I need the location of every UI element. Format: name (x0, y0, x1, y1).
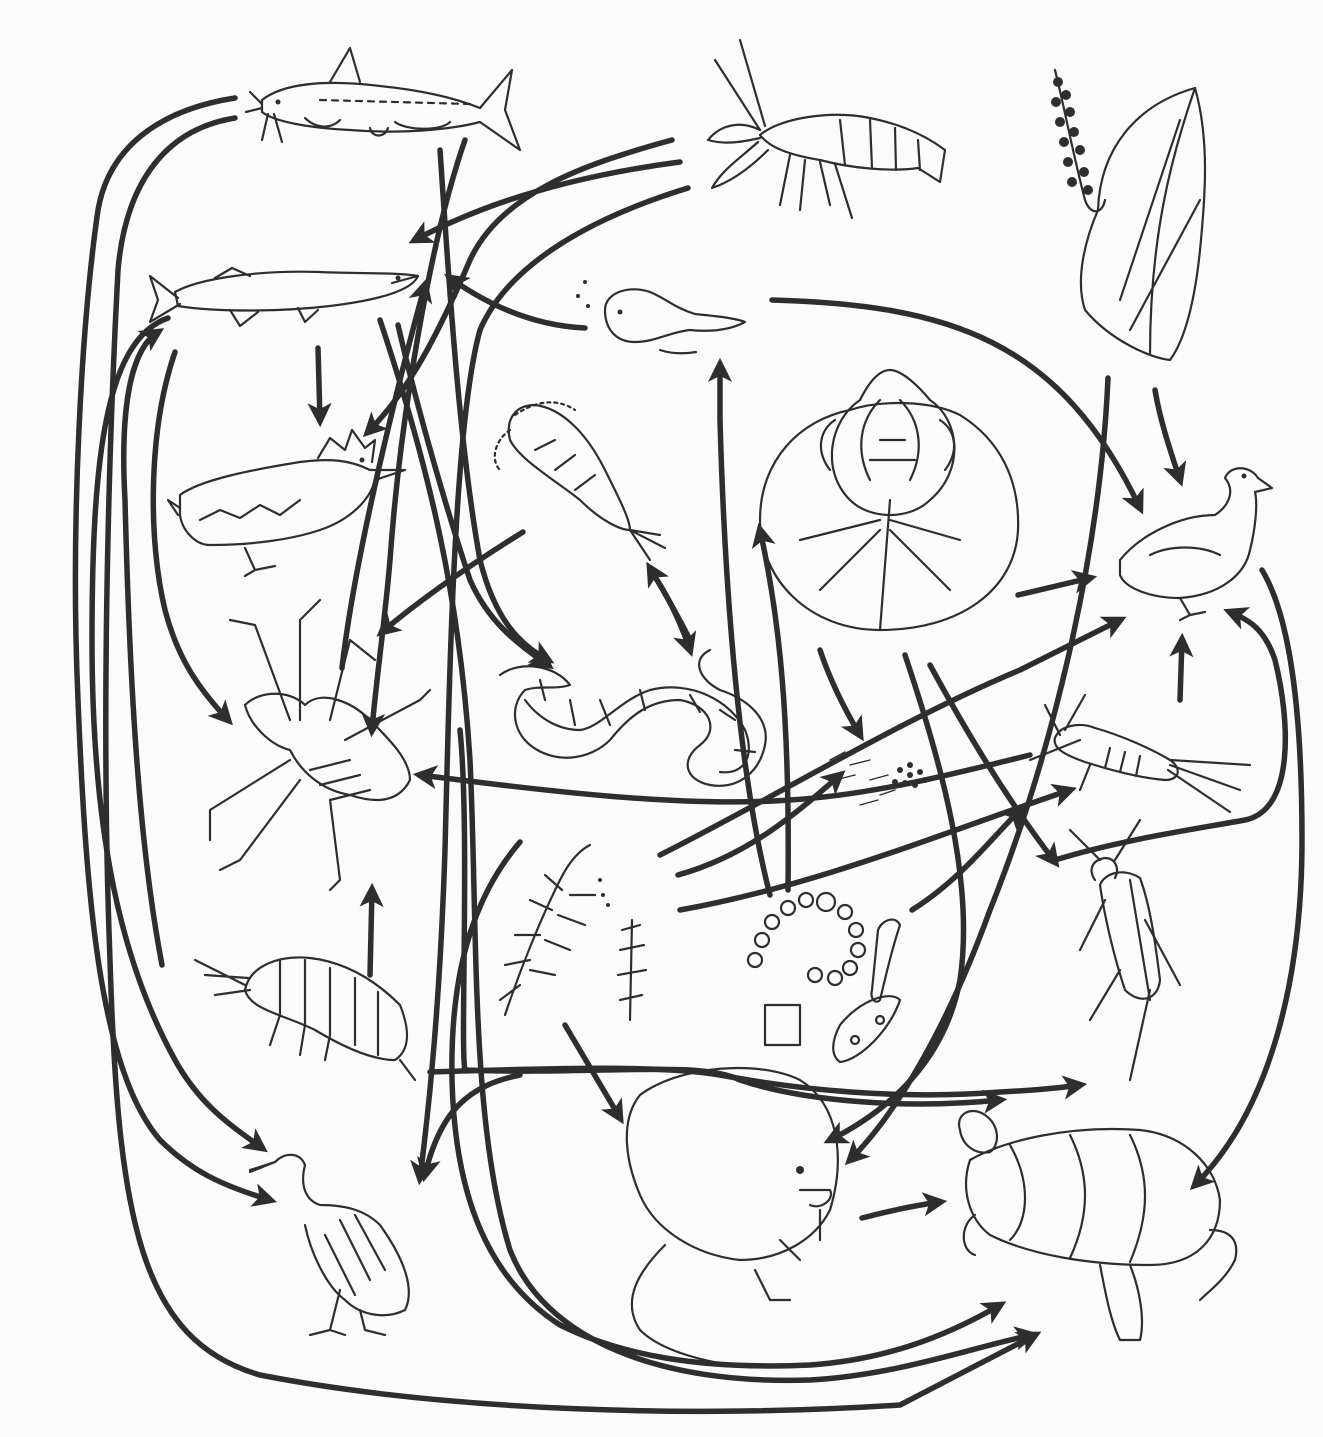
heron-icon (250, 1155, 409, 1335)
edge-beetle-to-duck (1055, 612, 1285, 860)
edge-flea-snake-link-2 (650, 568, 690, 640)
water-strider-icon (210, 600, 430, 890)
tadpole-icon (576, 280, 745, 353)
catfish-icon (246, 48, 520, 150)
edge-crayfish-to-heron (420, 188, 688, 1178)
edge-duck-to-turtle (1195, 570, 1302, 1185)
muskrat-icon (627, 1068, 838, 1365)
edge-scud-to-strider (370, 890, 372, 975)
water-beetle-icon (1070, 820, 1180, 1080)
edge-mayfly-to-duck (1180, 640, 1182, 700)
edge-bottom-loop-to-turtle (460, 730, 1000, 1104)
edge-tadpole-to-pike (450, 278, 585, 328)
edge-pike-to-heron (92, 318, 262, 1148)
edge-lily-to-bacteria (820, 650, 860, 735)
edge-tadpole-to-duck (772, 300, 1140, 508)
pike-icon (150, 268, 418, 326)
algae-icon (748, 893, 900, 1062)
scud-icon (195, 957, 415, 1080)
edge-pondweed-to-duck (660, 620, 1120, 855)
edge-pickerelweed-to-duck (1155, 390, 1180, 480)
edge-scud-to-heron (425, 1075, 520, 1175)
water-snake-icon (500, 650, 766, 786)
pickerelweed-icon (1051, 70, 1205, 360)
edge-pike-to-kingfisher (318, 348, 320, 420)
duck-icon (1120, 468, 1272, 620)
edge-muskrat-to-turtle (862, 1202, 940, 1218)
water-lily-icon (760, 370, 1018, 630)
edge-pondweed-to-tadpole (720, 365, 770, 895)
crayfish-icon (708, 40, 945, 218)
pondweed-icon (500, 845, 646, 1020)
